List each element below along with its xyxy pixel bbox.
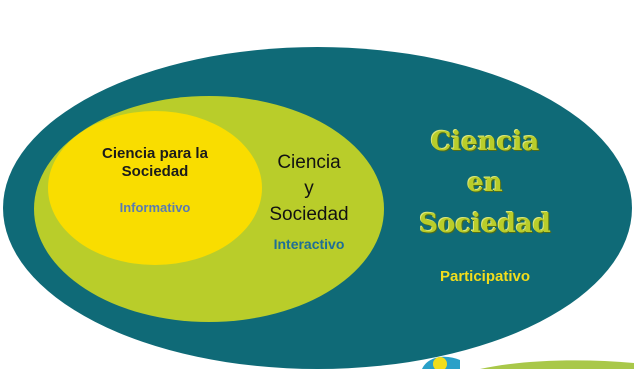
outer-title: Ciencia en Sociedad [395,122,575,245]
outer-subtitle: Participativo [439,268,531,285]
middle-title-line: y [304,178,314,199]
inner-title-line: Ciencia para la [102,145,208,162]
middle-title-line: Sociedad [269,204,349,225]
inner-subtitle: Informativo [119,200,191,215]
inner-title-line: Sociedad [121,163,189,180]
middle-title-line: Ciencia [277,152,341,173]
inner-title: Ciencia para la Sociedad [70,145,240,181]
inner-ellipse-ciencia-para-la-sociedad [48,111,262,265]
partial-logo-icon [422,356,634,369]
middle-title: Ciencia y Sociedad [248,150,370,228]
outer-title-line: Sociedad [419,209,551,239]
outer-title-line: Ciencia [430,127,540,157]
middle-subtitle: Interactivo [273,236,345,252]
outer-title-line: en [467,168,503,198]
